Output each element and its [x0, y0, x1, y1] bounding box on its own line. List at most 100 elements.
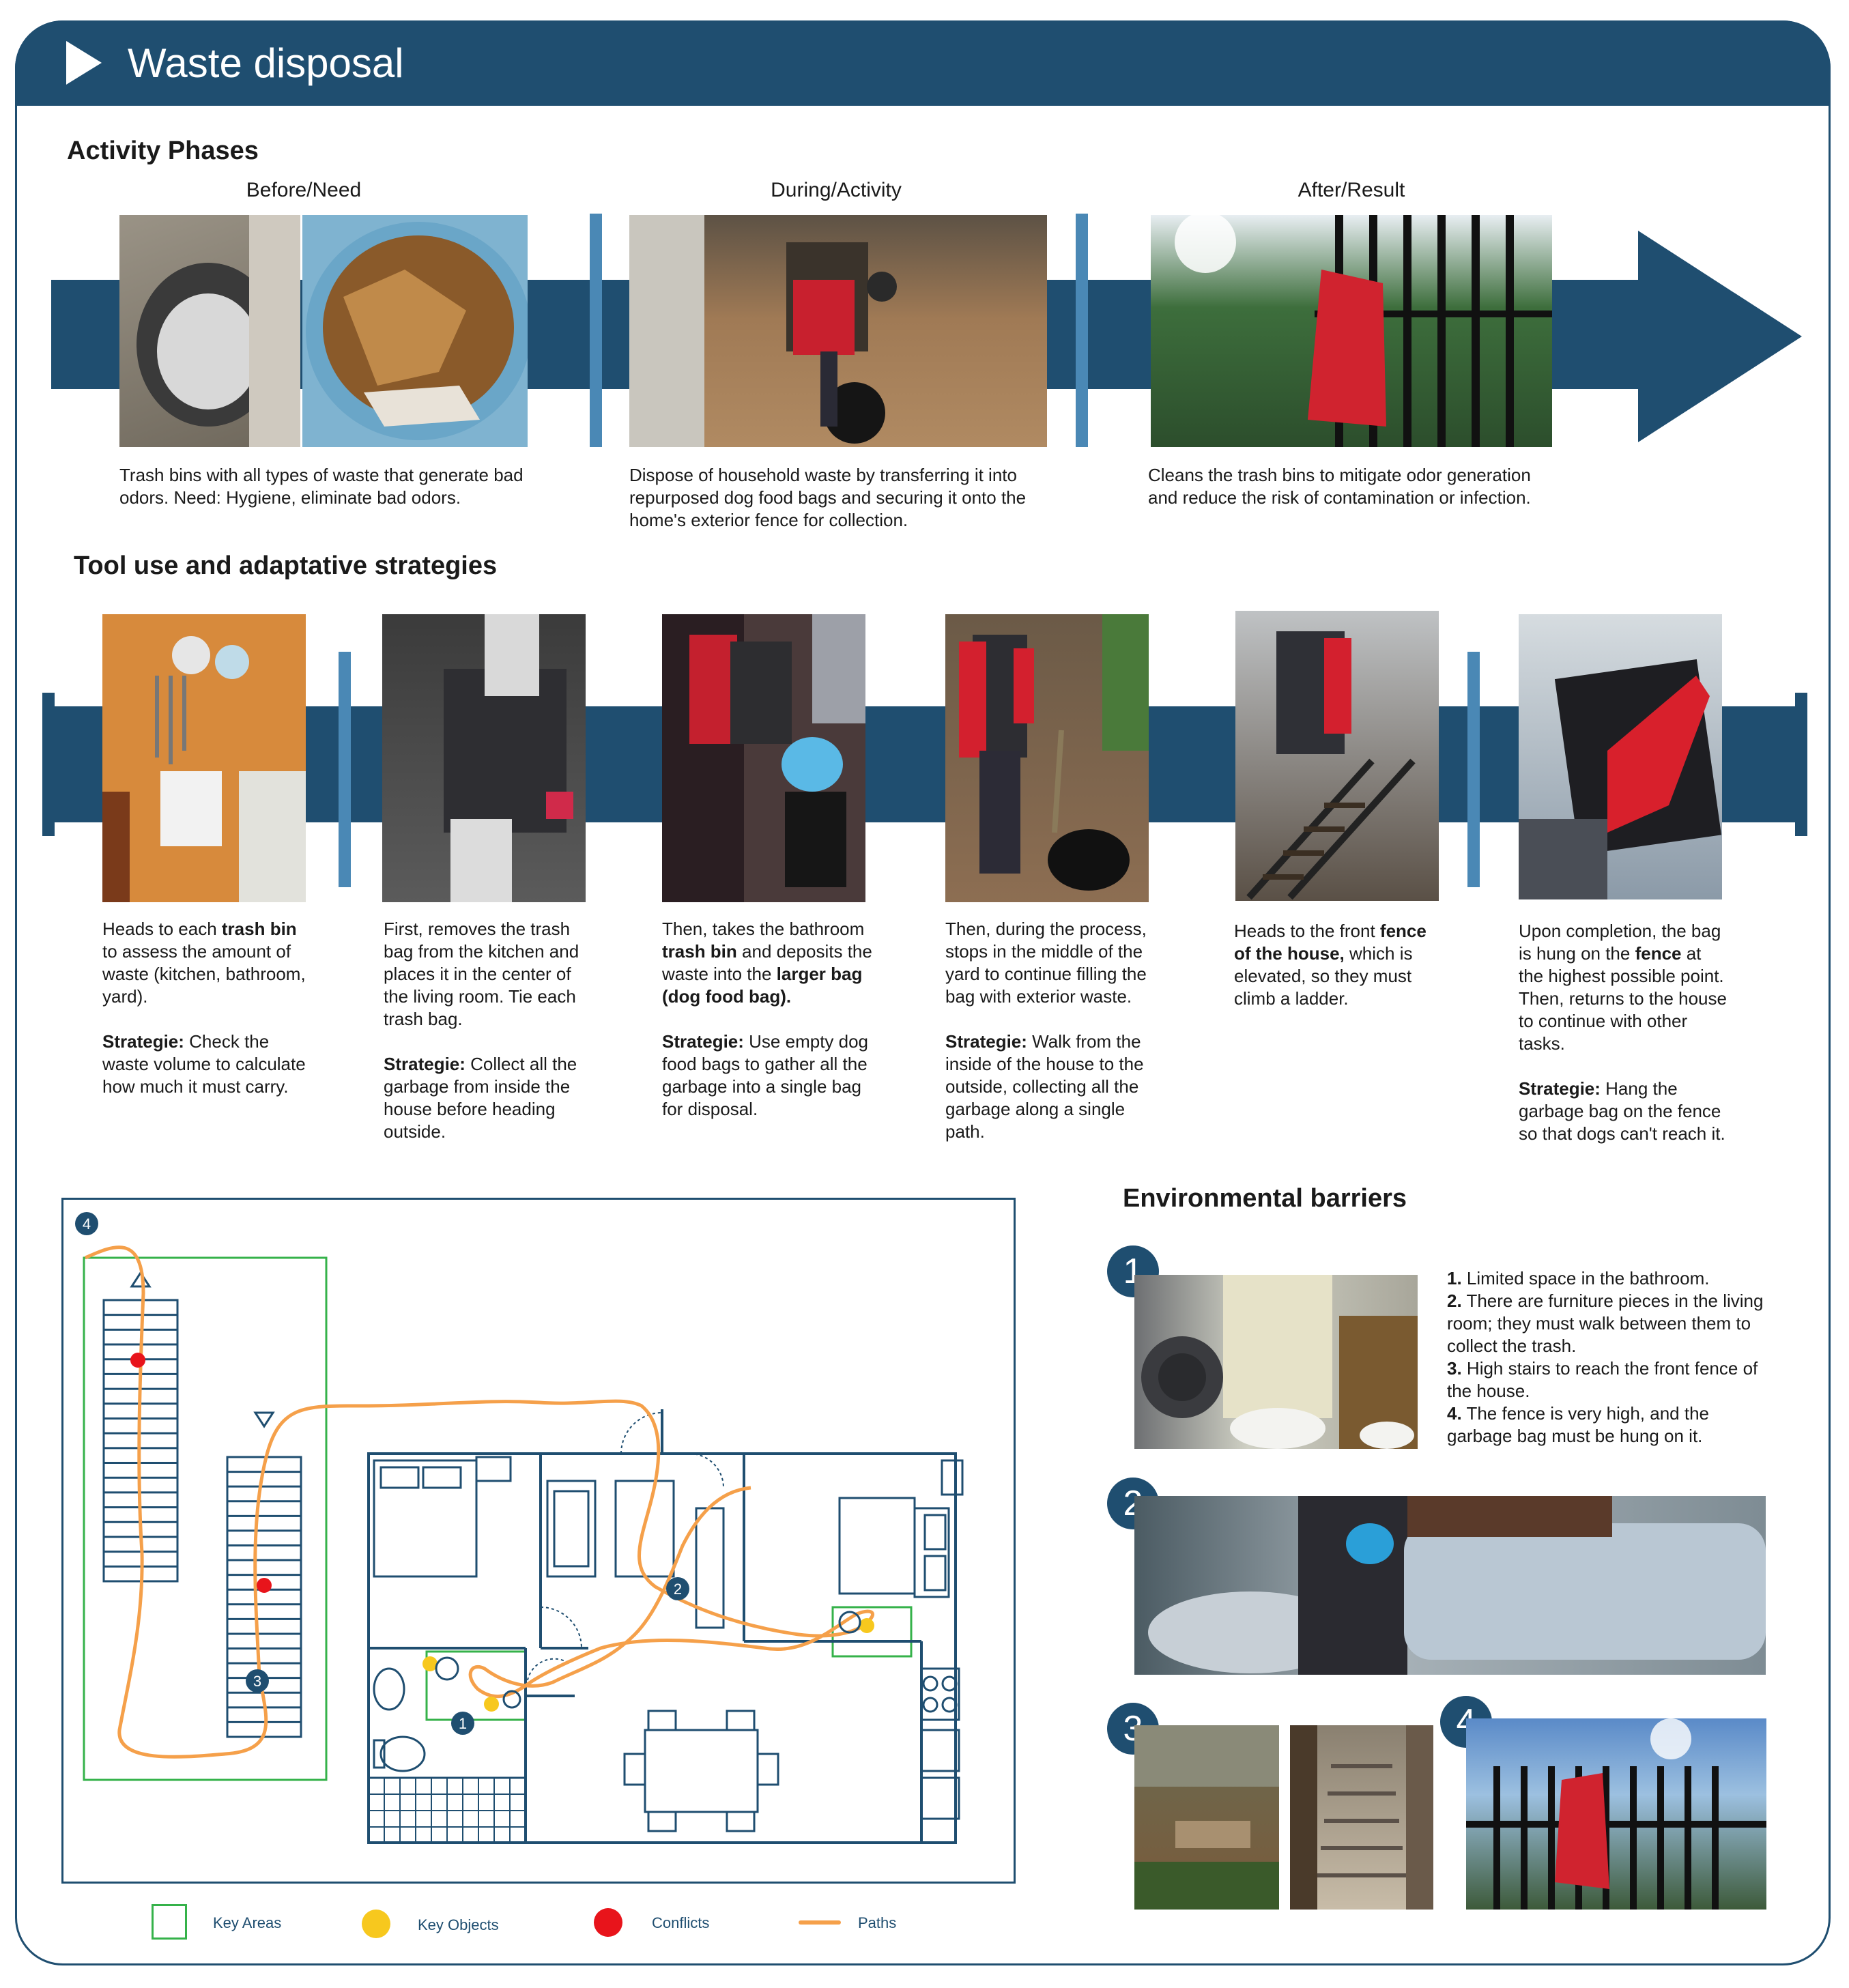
step-2-strategy: Strategie: Collect all the garbage from … — [384, 1053, 588, 1143]
step-3-strategy: Strategie: Use empty dog food bags to ga… — [662, 1031, 874, 1121]
step-3-desc: Then, takes the bathroom trash bin and d… — [662, 918, 874, 1121]
barrier-photo-high-stairs — [1290, 1725, 1433, 1910]
legend-conflicts-swatch — [594, 1908, 622, 1937]
tools-timeline-band — [42, 706, 1807, 822]
photo-step-5 — [1235, 611, 1439, 901]
phase-desc-after: Cleans the trash bins to mitigate odor g… — [1148, 465, 1531, 508]
phase-label-after: After/Result — [1298, 179, 1405, 201]
legend-conflicts: Conflicts — [652, 1914, 710, 1931]
step-3-text: Then, takes the bathroom trash bin and d… — [662, 919, 872, 1007]
strategy-label: Strategie: — [102, 1031, 184, 1052]
photo-step-1 — [102, 614, 306, 902]
phase-separator — [590, 214, 602, 447]
key-object-kitchen-bin — [859, 1618, 874, 1633]
movement-path — [84, 1245, 874, 1759]
barrier-photo-stairs-yard — [1134, 1725, 1279, 1910]
toilet-outline — [435, 1656, 459, 1681]
photo-trash-bin-waste — [302, 215, 528, 447]
map-marker-2: 2 — [666, 1577, 689, 1600]
key-area-kitchen — [831, 1606, 913, 1658]
map-marker-1: 1 — [451, 1712, 474, 1735]
key-object-toilet — [422, 1656, 438, 1671]
step-5-desc: Heads to the front fence of the house, w… — [1234, 920, 1439, 1010]
phase-desc-before: Trash bins with all types of waste that … — [119, 465, 524, 508]
step-2-text: First, removes the trash bag from the ki… — [384, 919, 579, 1029]
photo-disposing-waste — [629, 215, 1047, 447]
step-6-desc: Upon completion, the bag is hung on the … — [1519, 920, 1730, 1145]
barrier-item-1: 1. Limited space in the bathroom. — [1447, 1268, 1710, 1288]
svg-text:3: 3 — [253, 1673, 261, 1690]
barrier-photo-living-room — [1134, 1496, 1766, 1675]
legend-key-areas: Key Areas — [213, 1914, 282, 1931]
tile-floor — [367, 1776, 527, 1844]
step-4-strategy: Strategie: Walk from the inside of the h… — [945, 1031, 1157, 1143]
phase-separator — [1076, 214, 1088, 447]
step-6-strategy: Strategie: Hang the garbage bag on the f… — [1519, 1078, 1730, 1145]
map-marker-4: 4 — [75, 1212, 98, 1235]
photo-trash-bin-bathroom — [119, 215, 300, 447]
strategy-label: Strategie: — [662, 1031, 744, 1052]
photo-bag-on-fence — [1151, 215, 1552, 447]
stairs-up-arrow — [130, 1271, 152, 1288]
step-6-text: Upon completion, the bag is hung on the … — [1519, 921, 1727, 1054]
conflict-upper-stairs — [130, 1353, 145, 1368]
key-area-yard — [83, 1256, 328, 1781]
legend-key-objects: Key Objects — [418, 1916, 499, 1933]
phase-desc-during: Dispose of household waste by transferri… — [629, 465, 1027, 530]
conflict-lower-stairs — [257, 1578, 272, 1593]
door-arcs — [526, 1412, 724, 1686]
barriers-heading: Environmental barriers — [1123, 1184, 1407, 1213]
step-1-desc: Heads to each trash bin to assess the am… — [102, 918, 314, 1098]
step-2-desc: First, removes the trash bag from the ki… — [384, 918, 588, 1143]
map-marker-3: 3 — [246, 1669, 269, 1692]
activity-phases-heading: Activity Phases — [67, 136, 259, 165]
step-4-text: Then, during the process, stops in the m… — [945, 919, 1147, 1007]
tools-heading: Tool use and adaptative strategies — [74, 551, 498, 580]
photo-step-4 — [945, 614, 1149, 902]
svg-text:1: 1 — [459, 1715, 467, 1732]
photo-step-6 — [1519, 614, 1722, 899]
legend-key-objects-swatch — [362, 1910, 390, 1938]
tools-separator — [1467, 652, 1480, 887]
svg-text:2: 2 — [674, 1581, 682, 1598]
bathroom-bin-outline — [502, 1690, 521, 1709]
legend-paths-swatch — [799, 1920, 841, 1925]
barrier-item-3: 3. High stairs to reach the front fence … — [1447, 1358, 1758, 1401]
step-2-strategy-text: Collect all the garbage from inside the … — [384, 1054, 577, 1142]
barrier-photo-bathroom — [1134, 1275, 1418, 1449]
step-6-strategy-text: Hang the garbage bag on the fence so tha… — [1519, 1078, 1725, 1144]
photo-step-2 — [382, 614, 586, 902]
stairs-down-arrow — [253, 1411, 275, 1428]
page-title: Waste disposal — [128, 40, 404, 86]
step-5-text: Heads to the front fence of the house, w… — [1234, 921, 1427, 1009]
strategy-label: Strategie: — [945, 1031, 1027, 1052]
step-4-desc: Then, during the process, stops in the m… — [945, 918, 1157, 1143]
legend-paths: Paths — [858, 1914, 897, 1931]
step-4-strategy-text: Walk from the inside of the house to the… — [945, 1031, 1144, 1142]
kitchen-bin-outline — [838, 1611, 861, 1634]
floor-plan-frame — [61, 1198, 1016, 1884]
step-1-text: Heads to each trash bin to assess the am… — [102, 919, 306, 1007]
header-banner: Waste disposal — [15, 20, 1831, 106]
phase-label-during: During/Activity — [771, 179, 902, 201]
legend-key-areas-swatch — [152, 1904, 187, 1940]
barrier-item-4: 4. The fence is very high, and the garba… — [1447, 1403, 1709, 1446]
step-3-strategy-text: Use empty dog food bags to gather all th… — [662, 1031, 869, 1119]
band-cap-right — [1795, 693, 1807, 836]
strategy-label: Strategie: — [384, 1054, 465, 1074]
play-icon — [66, 41, 102, 85]
barrier-photo-fence — [1466, 1718, 1766, 1910]
phase-label-before: Before/Need — [246, 179, 362, 201]
svg-text:4: 4 — [83, 1215, 91, 1233]
floor-plan: 1 2 3 4 — [75, 1212, 964, 1844]
tools-separator — [339, 652, 351, 887]
furniture — [373, 1456, 964, 1832]
photo-step-3 — [662, 614, 865, 902]
barriers-list: 1. Limited space in the bathroom. 2. The… — [1447, 1267, 1768, 1447]
step-1-strategy: Strategie: Check the waste volume to cal… — [102, 1031, 314, 1098]
strategy-label: Strategie: — [1519, 1078, 1601, 1099]
barrier-item-2: 2. There are furniture pieces in the liv… — [1447, 1291, 1764, 1356]
step-1-strategy-text: Check the waste volume to calculate how … — [102, 1031, 306, 1097]
band-cap-left — [42, 693, 55, 836]
key-object-bathroom-bin — [484, 1697, 499, 1712]
